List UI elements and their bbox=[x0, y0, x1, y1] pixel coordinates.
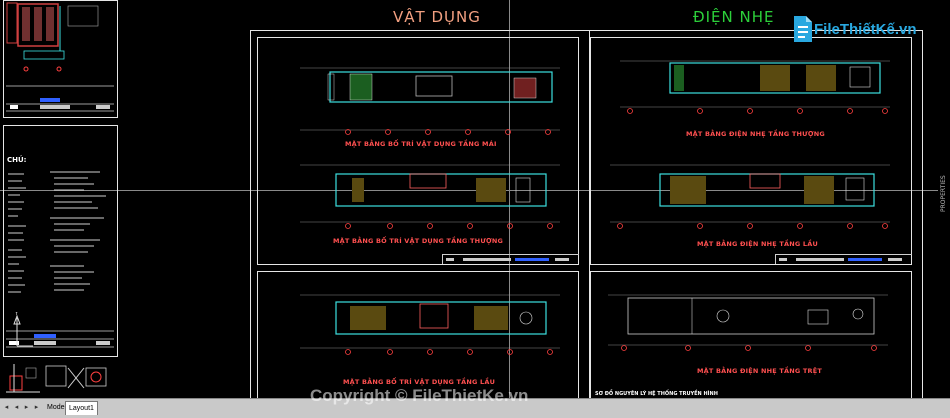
sheet-dien-nhe[interactable] bbox=[583, 30, 923, 398]
layout-tab-bar: ◂ ◂ ▸ ▸ Model Layout1 bbox=[0, 398, 950, 418]
logo-icon bbox=[794, 16, 812, 42]
notes-text-lines bbox=[6, 171, 114, 348]
title-block-vd bbox=[442, 254, 579, 264]
tab-last-button[interactable]: ▸ bbox=[34, 403, 39, 411]
plan-label-dn-thuong: MẶT BẰNG ĐIỆN NHẸ TẦNG THƯỢNG bbox=[686, 130, 825, 138]
plan-vd-lau bbox=[300, 294, 560, 355]
notes-heading: CHÚ: bbox=[7, 156, 27, 164]
properties-label: PROPERTIES bbox=[940, 175, 947, 212]
plan-dn-tret bbox=[608, 294, 888, 351]
tab-model[interactable]: Model bbox=[47, 404, 67, 411]
drawing-canvas[interactable]: CHÚ: bbox=[0, 0, 938, 398]
sheet-vat-dung[interactable] bbox=[250, 30, 590, 398]
viewport-vd-lower[interactable] bbox=[257, 271, 579, 398]
plan-label-dn-lau: MẶT BẰNG ĐIỆN NHẸ TẦNG LẦU bbox=[697, 240, 818, 248]
crosshair-vertical bbox=[509, 0, 510, 398]
tab-layout1[interactable]: Layout1 bbox=[65, 401, 98, 415]
paper-ucs-icon bbox=[6, 364, 40, 393]
tab-next-button[interactable]: ▸ bbox=[24, 403, 29, 411]
title-block-dn bbox=[775, 254, 912, 264]
viewport-dn-upper[interactable] bbox=[590, 37, 912, 265]
small-detail-bottom-left bbox=[45, 365, 107, 389]
thumbnail-top-drawing bbox=[6, 2, 114, 112]
sheet-title-vat-dung: VẬT DỤNG bbox=[393, 8, 481, 26]
plan-vd-mai bbox=[300, 67, 560, 135]
ucs-icon: Y bbox=[13, 312, 33, 347]
tab-prev-button[interactable]: ◂ bbox=[14, 403, 19, 411]
viewport-vd-upper[interactable] bbox=[257, 37, 579, 265]
plan-label-vd-mai: MẶT BẰNG BỐ TRÍ VẬT DỤNG TẦNG MÁI bbox=[345, 140, 497, 148]
plan-label-dn-tret: MẶT BẰNG ĐIỆN NHẸ TẦNG TRỆT bbox=[697, 367, 823, 375]
notes-sheet[interactable]: CHÚ: bbox=[3, 125, 118, 357]
svg-text:Y: Y bbox=[14, 312, 19, 317]
thumbnail-sheet-top[interactable] bbox=[3, 0, 118, 118]
plan-label-vd-lau: MẶT BẰNG BỐ TRÍ VẬT DỤNG TẦNG LẦU bbox=[343, 378, 496, 386]
plan-dn-lau bbox=[610, 164, 890, 229]
plan-label-vd-thuong: MẶT BẰNG BỐ TRÍ VẬT DỤNG TẦNG THƯỢNG bbox=[333, 237, 504, 245]
viewport-dn-lower[interactable] bbox=[590, 271, 912, 398]
logo-text: FileThiếtKế.vn bbox=[814, 21, 917, 38]
brand-logo: FileThiếtKế.vn bbox=[790, 10, 935, 48]
tab-first-button[interactable]: ◂ bbox=[4, 403, 9, 411]
properties-palette[interactable]: PROPERTIES bbox=[938, 0, 950, 398]
crosshair-horizontal bbox=[0, 190, 938, 191]
plan-dn-thuong bbox=[620, 60, 890, 114]
plan-vd-thuong bbox=[300, 164, 560, 229]
bottom-note: SƠ ĐỒ NGUYÊN LÝ HỆ THỐNG TRUYỀN HÌNH bbox=[595, 391, 718, 397]
sheet-title-dien-nhe: ĐIỆN NHẸ bbox=[693, 8, 775, 26]
copyright-watermark: Copyright © FileThietKe.vn bbox=[310, 386, 529, 405]
